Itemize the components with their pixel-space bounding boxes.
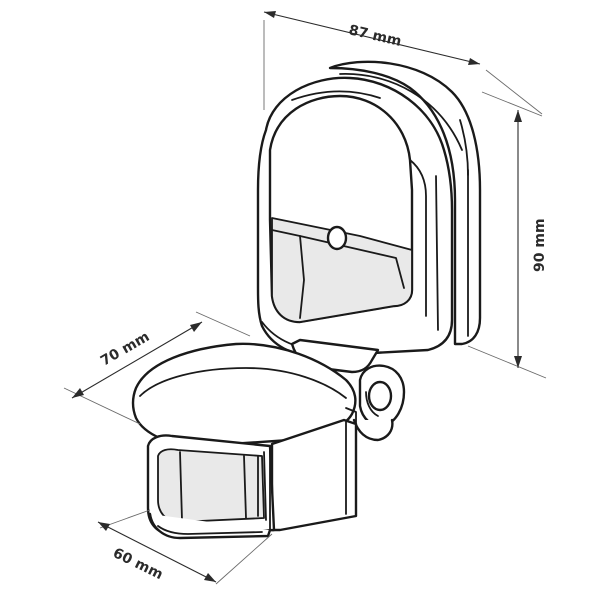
dimension-90mm: 90 mm (467, 91, 548, 379)
upper-housing (256, 76, 454, 358)
sensor-head (131, 342, 358, 540)
dimension-70mm-label: 70 mm (98, 329, 152, 370)
wall-mount-plate (328, 60, 482, 346)
dimension-60mm-label: 60 mm (110, 545, 165, 583)
dimension-90mm-label: 90 mm (532, 218, 548, 272)
dimension-87mm-label: 87 mm (347, 22, 403, 50)
